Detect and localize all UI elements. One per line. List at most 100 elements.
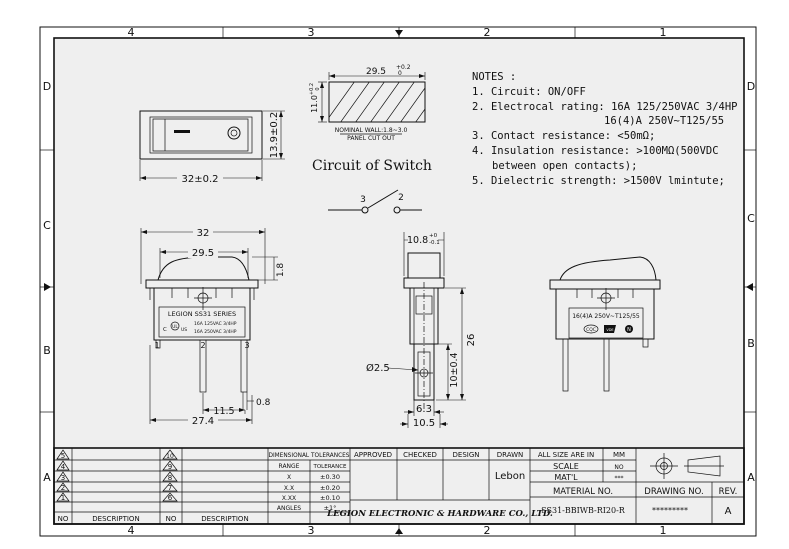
- rev-row-2: 2: [61, 484, 65, 492]
- zone-right-c: C: [747, 212, 755, 225]
- side-view: 10.8 +0 -0.1 26 10±0.4 Ø2.5 6.3: [366, 232, 477, 429]
- rev-row-9: 9: [168, 463, 172, 471]
- front-dim-overall: 32: [197, 228, 210, 239]
- rev-label: REV.: [719, 487, 738, 497]
- tol-tolerance-label: TOLERANCE: [312, 464, 347, 470]
- cutout-note-wall: NOMINAL WALL:1.8~3.0: [335, 127, 408, 134]
- front-rating-1: 16A 125VAC 3/4HP: [194, 321, 237, 327]
- design-label: DESIGN: [453, 451, 480, 459]
- cutout-height-tol: +0.2: [309, 83, 315, 95]
- col-description-1: DESCRIPTION: [92, 515, 139, 523]
- front-dim-cap-height: 1.8: [276, 263, 286, 278]
- front-dim-base: 27.4: [192, 416, 214, 427]
- material-no-label: MATERIAL NO.: [553, 487, 613, 497]
- side-dim-pin-w: 6.3: [416, 404, 432, 415]
- note-4: 4. Insulation resistance: >100MΩ(500VDC: [472, 145, 719, 157]
- projection-symbol-icon: [650, 453, 724, 479]
- approved-label: APPROVED: [354, 451, 392, 459]
- tol-x-label: X: [287, 474, 291, 481]
- col-no-2: NO: [166, 515, 177, 523]
- side-dim-top: 10.8: [407, 235, 428, 246]
- revision-markers: [56, 449, 178, 502]
- front-series-label: LEGION SS31 SERIES: [168, 310, 236, 318]
- rev-row-4: 4: [61, 463, 66, 471]
- notes: NOTES : 1. Circuit: ON/OFF 2. Electrocal…: [472, 71, 738, 187]
- dim-tol-header: DIMENSIONAL TOLERANCES: [269, 453, 350, 459]
- zone-top-1: 1: [660, 26, 667, 39]
- checked-label: CHECKED: [403, 451, 437, 459]
- top-view-width-dim: 32±0.2: [181, 174, 218, 185]
- front-us-mark: US: [181, 327, 187, 333]
- material-no-value: SS31-BBIWB-RI20-R: [541, 506, 626, 515]
- side-dim-height: 26: [466, 334, 477, 347]
- rev-row-1: 1: [61, 494, 65, 502]
- back-vde-mark: VDE: [606, 328, 613, 332]
- panel-cutout: 29.5 +0.2 0 11.0 +0.2 0 NOMINAL WALL:1.8…: [309, 64, 426, 142]
- back-cqc-mark: CQC: [586, 327, 596, 333]
- zone-left-a: A: [43, 471, 51, 484]
- scale-value: NO: [614, 464, 623, 471]
- drawing-no-value: *********: [652, 506, 688, 515]
- rev-row-6: 6: [168, 494, 173, 502]
- rev-row-5: 5: [61, 452, 65, 460]
- matl-value: ***: [615, 475, 624, 482]
- tol-range-label: RANGE: [279, 463, 300, 470]
- side-dim-hole: Ø2.5: [366, 362, 390, 374]
- back-n-mark: N: [627, 327, 631, 333]
- side-dim-pin-len: 10±0.4: [449, 352, 460, 387]
- tol-xxx-label: X.XX: [282, 495, 296, 502]
- cutout-width-tol2: 0: [398, 70, 402, 77]
- zone-top-4: 4: [128, 26, 135, 39]
- front-view: LEGION SS31 SERIES C UL US 16A 125VAC 3/…: [140, 226, 286, 427]
- rev-row-10: 10: [166, 453, 174, 460]
- drawn-by: Lebon: [495, 471, 525, 482]
- back-view: 16(4)A 250V~T125/55 CQC VDE N: [549, 256, 661, 392]
- zone-left-d: D: [43, 80, 51, 93]
- zone-top-2: 2: [484, 26, 491, 39]
- tol-angles-label: ANGLES: [277, 505, 301, 512]
- col-description-2: DESCRIPTION: [201, 515, 248, 523]
- cutout-width-tol: +0.2: [396, 64, 411, 71]
- zone-left-c: C: [43, 219, 51, 232]
- note-4b: between open contacts);: [492, 160, 637, 172]
- top-view: 32±0.2 13.9±0.2: [139, 110, 285, 185]
- zone-top-3: 3: [308, 26, 315, 39]
- front-rating-2: 16A 250VAC 3/4HP: [194, 329, 237, 335]
- side-dim-top-tol2: -0.1: [429, 240, 440, 246]
- front-pin-3: 3: [244, 341, 249, 350]
- drawing-no-label: DRAWING NO.: [644, 487, 703, 497]
- notes-title: NOTES :: [472, 71, 516, 83]
- circuit-title: Circuit of Switch: [312, 158, 432, 174]
- front-pin-2: 2: [200, 341, 205, 350]
- cutout-width-dim: 29.5: [366, 67, 386, 77]
- zone-bottom-3: 3: [308, 524, 315, 537]
- tol-angles-value: ±1°: [324, 504, 337, 512]
- scale-label: SCALE: [553, 462, 579, 471]
- front-c-mark: C: [163, 327, 167, 333]
- center-arrow-top: [395, 30, 403, 36]
- cutout-height-dim: 11.0: [310, 95, 319, 113]
- zone-right-d: D: [747, 80, 755, 93]
- cutout-height-tol2: 0: [315, 87, 321, 90]
- tol-xx-label: X.X: [284, 485, 294, 492]
- note-2b: 16(4)A 250V~T125/55: [604, 115, 724, 127]
- tol-x-value: ±0.30: [320, 473, 340, 481]
- zone-right-a: A: [747, 471, 755, 484]
- front-ul-mark: UL: [172, 324, 178, 330]
- col-no-1: NO: [58, 515, 69, 523]
- zone-left-b: B: [43, 344, 51, 357]
- title-block: 5 4 3 2 1 10 9 8 7 6 NO DESCRIPTION NO D…: [53, 447, 745, 525]
- note-2: 2. Electrocal rating: 16A 125/250VAC 3/4…: [472, 101, 738, 113]
- size-unit: MM: [613, 451, 625, 459]
- center-arrow-left: [44, 283, 51, 291]
- rev-value: A: [725, 506, 732, 517]
- center-arrow-bottom: [395, 528, 403, 534]
- matl-label: MAT'L: [554, 473, 578, 482]
- tol-xxx-value: ±0.10: [320, 494, 340, 502]
- center-arrow-right: [746, 283, 753, 291]
- circuit-pin-3: 3: [360, 195, 366, 205]
- circuit-pin-2: 2: [398, 193, 404, 203]
- front-dim-pin-thick: 0.8: [256, 398, 271, 408]
- note-3: 3. Contact resistance: <50mΩ;: [472, 130, 655, 142]
